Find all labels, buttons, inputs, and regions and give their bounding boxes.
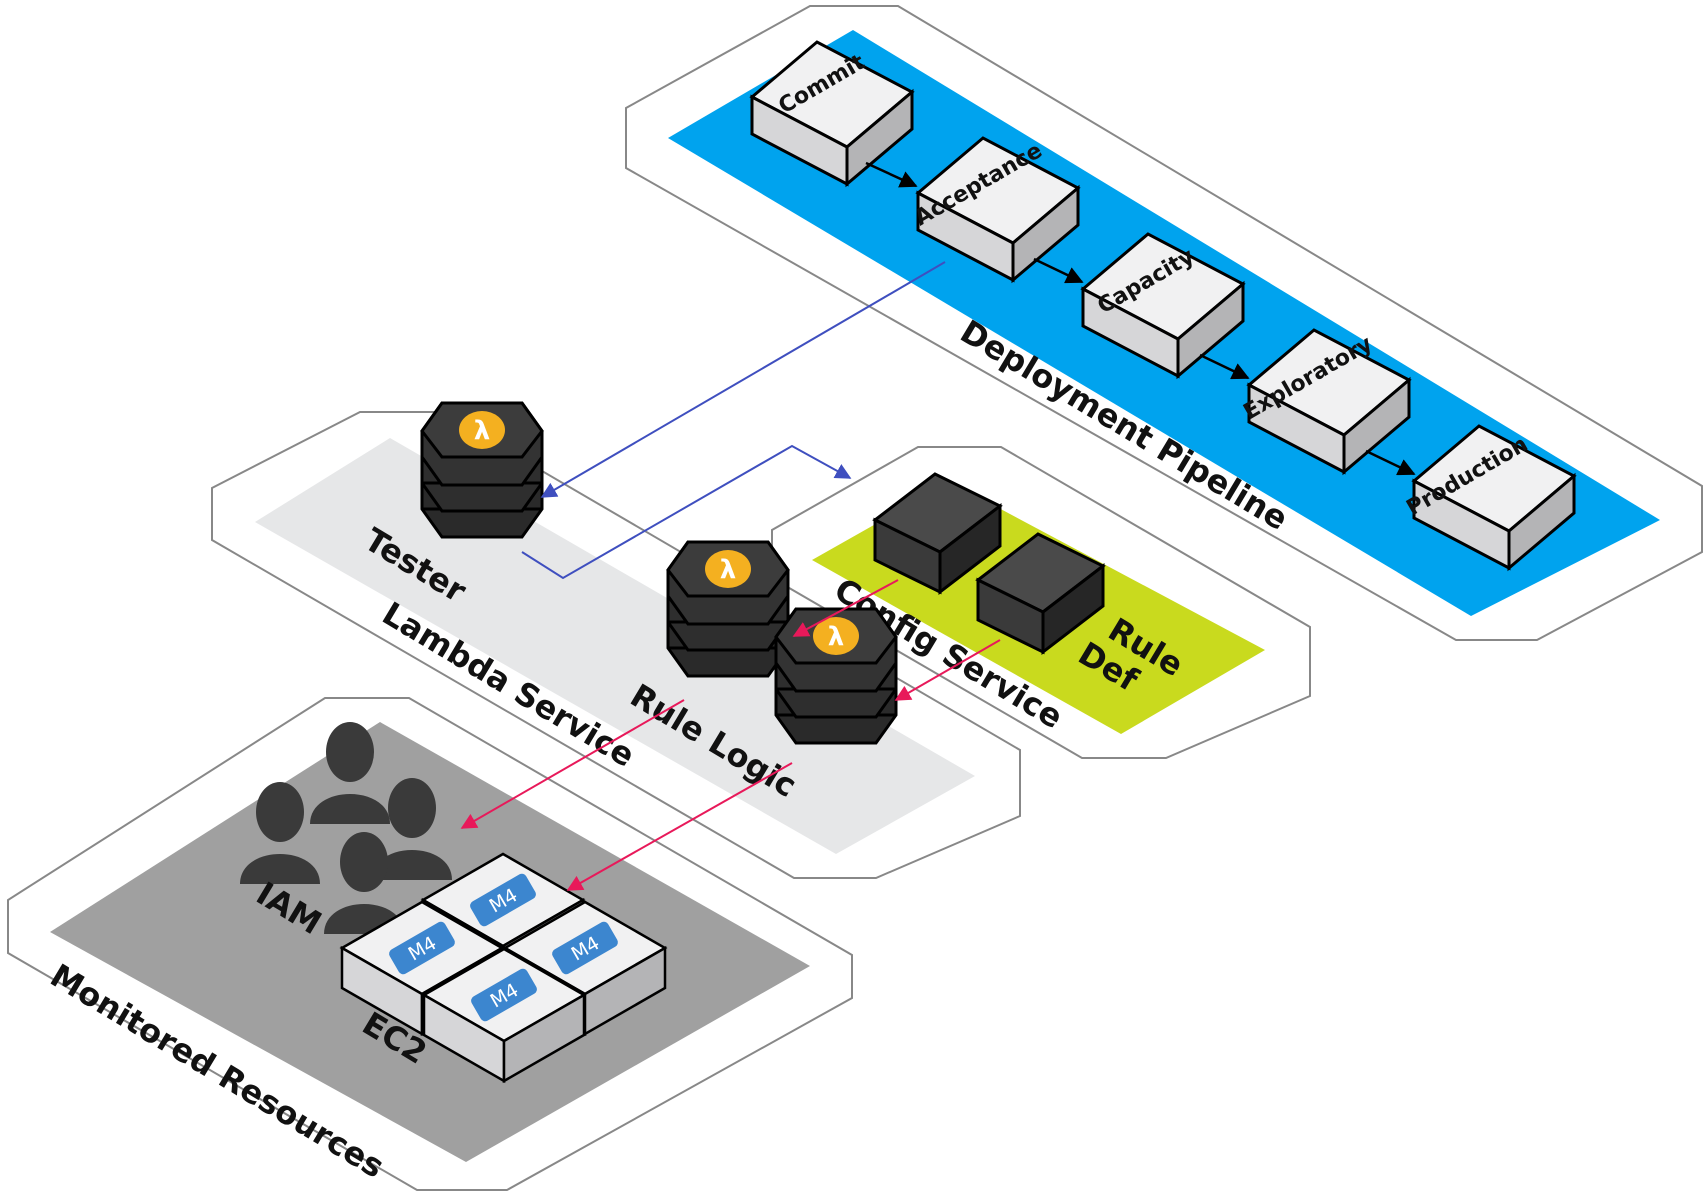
lambda-icon-glyph: λ [828,622,844,652]
lambda-icon-glyph: λ [474,416,490,446]
user-icon [372,778,452,880]
lambda-icon [705,550,751,588]
user-icon [240,782,320,884]
user-icon [310,722,390,824]
stage-box-commit[interactable]: Commit [749,40,915,188]
arrow-acceptance-capacity [1033,257,1084,284]
rule-logic-lambda-stack-1[interactable]: λ [666,540,790,678]
ec2-instance[interactable]: M4 [421,947,587,1084]
arrow-tester-to-config [521,444,852,580]
config-rule-boxes: Rule Def [872,472,1190,699]
arrow-acceptance-to-tester [540,261,946,498]
arrow-rule-logic-to-ec2 [566,762,793,891]
pipeline-arrows [865,161,1416,476]
ec2-instances-group: M4 M4 M4 M4 [339,852,668,1084]
arrow-exploratory-production [1365,449,1416,476]
arrow-rule-logic-to-iam [460,699,685,829]
lambda-icon [459,411,505,449]
tester-lambda-stack[interactable]: λ [420,401,544,539]
arrow-rule-def-to-rule-logic-2 [894,639,1001,701]
rule-logic-lambda-stack-2[interactable]: λ [774,607,898,745]
rule-def-box-1[interactable] [872,472,1003,596]
lambda-service-plane [255,438,975,854]
connector-arrows [460,261,1001,891]
lambda-icon [813,617,859,655]
pipeline-stages: Commit Acceptance Capacity Exploratory P… [749,40,1577,572]
lambda-icon-glyph: λ [720,555,736,585]
arrow-commit-acceptance [865,161,918,188]
arrow-capacity-exploratory [1199,353,1250,380]
arrow-rule-def-to-rule-logic-1 [792,579,899,637]
rule-def-box-2[interactable] [975,532,1106,656]
